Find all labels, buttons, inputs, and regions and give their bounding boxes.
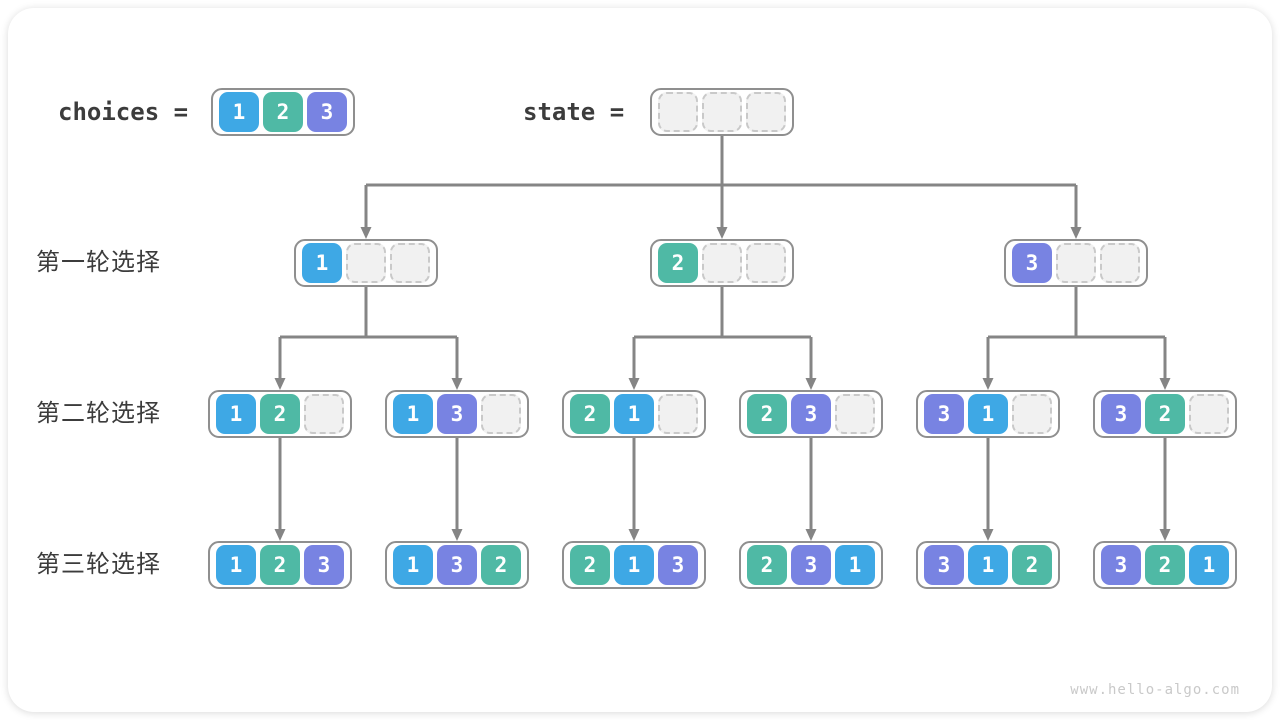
cell-empty [702, 243, 742, 283]
cell-1: 1 [614, 545, 654, 585]
cell-2: 2 [260, 394, 300, 434]
cell-1: 1 [835, 545, 875, 585]
cell-3: 3 [1101, 545, 1141, 585]
cell-empty [1012, 394, 1052, 434]
cell-1: 1 [302, 243, 342, 283]
state-node-l1-2: 2 [650, 239, 794, 287]
cell-3: 3 [658, 545, 698, 585]
cell-3: 3 [437, 394, 477, 434]
cell-1: 1 [968, 394, 1008, 434]
cell-3: 3 [924, 545, 964, 585]
cell-3: 3 [304, 545, 344, 585]
cell-3: 3 [1012, 243, 1052, 283]
cell-empty [481, 394, 521, 434]
cell-empty [746, 243, 786, 283]
cell-3: 3 [791, 545, 831, 585]
cell-2: 2 [1145, 394, 1185, 434]
cell-empty [746, 92, 786, 132]
cell-1: 1 [393, 545, 433, 585]
cell-2: 2 [658, 243, 698, 283]
state-box [650, 88, 794, 136]
cell-empty [346, 243, 386, 283]
cell-3: 3 [924, 394, 964, 434]
cell-2: 2 [1012, 545, 1052, 585]
cell-empty [702, 92, 742, 132]
choices-label: choices = [58, 98, 189, 126]
cell-empty [1056, 243, 1096, 283]
state-label: state = [523, 98, 625, 126]
cell-empty [1100, 243, 1140, 283]
cell-1: 1 [216, 545, 256, 585]
cell-1: 1 [219, 92, 259, 132]
cell-2: 2 [747, 545, 787, 585]
cell-3: 3 [1101, 394, 1141, 434]
cell-3: 3 [791, 394, 831, 434]
round-2-label: 第二轮选择 [36, 400, 161, 427]
round-1-label: 第一轮选择 [36, 249, 161, 276]
cell-1: 1 [393, 394, 433, 434]
watermark: www.hello-algo.com [1070, 682, 1240, 698]
cell-2: 2 [260, 545, 300, 585]
canvas-card [8, 8, 1272, 712]
cell-1: 1 [216, 394, 256, 434]
state-node-l1-1: 1 [294, 239, 438, 287]
cell-2: 2 [747, 394, 787, 434]
round-3-label: 第三轮选择 [36, 551, 161, 578]
cell-empty [304, 394, 344, 434]
cell-2: 2 [1145, 545, 1185, 585]
cell-2: 2 [570, 545, 610, 585]
cell-1: 1 [968, 545, 1008, 585]
cell-3: 3 [437, 545, 477, 585]
cell-empty [390, 243, 430, 283]
cell-empty [835, 394, 875, 434]
cell-1: 1 [614, 394, 654, 434]
cell-3: 3 [307, 92, 347, 132]
cell-2: 2 [481, 545, 521, 585]
cell-empty [658, 394, 698, 434]
cell-2: 2 [263, 92, 303, 132]
cell-empty [658, 92, 698, 132]
cell-2: 2 [570, 394, 610, 434]
state-node-l1-3: 3 [1004, 239, 1148, 287]
cell-empty [1189, 394, 1229, 434]
cell-1: 1 [1189, 545, 1229, 585]
